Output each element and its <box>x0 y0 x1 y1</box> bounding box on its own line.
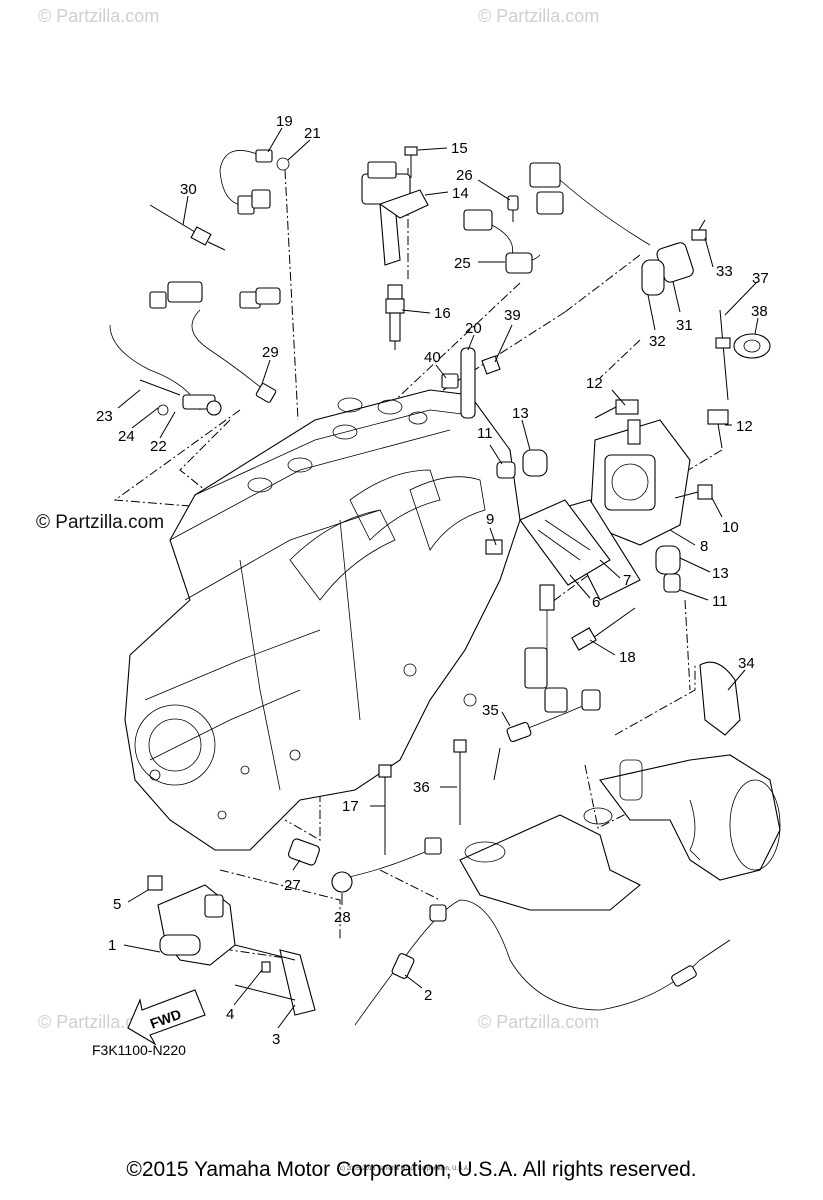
callout-3: 3 <box>272 1031 280 1048</box>
callout-18: 18 <box>619 649 636 666</box>
callout-29: 29 <box>262 344 279 361</box>
callout-labels: 1 2 3 4 5 6 7 8 9 10 11 11 12 12 13 13 1… <box>96 113 769 1048</box>
bracket-3-4 <box>234 944 316 1016</box>
callout-17: 17 <box>342 798 359 815</box>
cam-sensor-31-33 <box>529 162 707 296</box>
bolts-12-10-9 <box>485 399 729 555</box>
callout-24: 24 <box>118 428 135 445</box>
callout-11a: 11 <box>477 425 493 442</box>
callout-7: 7 <box>623 572 631 589</box>
sensor-harness-22-29 <box>109 281 281 416</box>
ignition-coil-14 <box>361 161 429 266</box>
watermark-bottom-right: © Partzilla.com <box>478 1012 599 1032</box>
watermark-top-left: © Partzilla.com <box>38 6 159 26</box>
diagram-code: F3K1100-N220 <box>92 1042 186 1058</box>
temp-sensor-18 <box>571 607 636 651</box>
clamp-34 <box>699 661 741 736</box>
callout-31: 31 <box>676 317 693 334</box>
callout-13a: 13 <box>512 405 529 422</box>
callout-35: 35 <box>482 702 499 719</box>
throttle-cable-2 <box>354 899 731 1026</box>
callout-12a: 12 <box>586 375 603 392</box>
watermark-top-right: © Partzilla.com <box>478 6 599 26</box>
callout-25: 25 <box>454 255 471 272</box>
cable-ties-17-36 <box>378 739 467 855</box>
small-copyright: (c) 2005-2016 Yamaha Motor Corporation, … <box>338 1166 470 1172</box>
watermark-center-left: © Partzilla.com <box>36 512 164 533</box>
grommets-13-11 <box>496 449 681 593</box>
callout-39: 39 <box>504 307 521 324</box>
callout-37: 37 <box>752 270 769 287</box>
collar-20-bolt-39-40 <box>441 347 501 419</box>
callout-14: 14 <box>452 185 469 202</box>
callout-16: 16 <box>434 305 451 322</box>
bolt-15 <box>404 146 418 178</box>
callout-19: 19 <box>276 113 293 130</box>
callout-30: 30 <box>180 181 197 198</box>
callout-22: 22 <box>150 438 167 455</box>
callout-10: 10 <box>722 519 739 536</box>
grommet-38 <box>733 333 771 359</box>
callout-32: 32 <box>649 333 666 350</box>
callout-34: 34 <box>738 655 755 672</box>
callout-1: 1 <box>108 937 116 954</box>
engine-block <box>124 389 521 851</box>
callout-15: 15 <box>451 140 468 157</box>
callout-8: 8 <box>700 538 708 555</box>
throttle-body-8 <box>589 419 691 546</box>
throttle-assembly-1 <box>157 884 236 966</box>
callout-9: 9 <box>486 511 494 528</box>
callout-6: 6 <box>592 594 600 611</box>
callout-26: 26 <box>456 167 473 184</box>
callout-13b: 13 <box>712 565 729 582</box>
exhaust-pipe <box>459 754 781 911</box>
bolt-5 <box>147 875 163 891</box>
footer-copyright: ©2015 Yamaha Motor Corporation, U.S.A. A… <box>126 1158 697 1181</box>
callout-4: 4 <box>226 1006 234 1023</box>
callout-28: 28 <box>334 909 351 926</box>
callout-27: 27 <box>284 877 301 894</box>
callout-36: 36 <box>413 779 430 796</box>
callout-11b: 11 <box>712 593 728 610</box>
ecu-6 <box>519 499 611 713</box>
callout-12b: 12 <box>736 418 753 435</box>
callout-33: 33 <box>716 263 733 280</box>
fwd-arrow: FWD <box>127 989 206 1046</box>
callout-leaders <box>117 127 759 1029</box>
sensors-27-28 <box>288 837 442 893</box>
callout-38: 38 <box>751 303 768 320</box>
callout-21: 21 <box>304 125 321 142</box>
spark-plug-16 <box>385 284 405 350</box>
callout-23: 23 <box>96 408 113 425</box>
callout-5: 5 <box>113 896 121 913</box>
callout-40: 40 <box>424 349 441 366</box>
callout-20: 20 <box>465 320 482 337</box>
temp-sensor-30 <box>149 204 226 251</box>
connector-25-26 <box>463 195 541 274</box>
o2-sensor-35 <box>493 689 601 781</box>
leader-lines <box>113 168 723 961</box>
sensor-19-21 <box>219 149 290 215</box>
callout-2: 2 <box>424 987 432 1004</box>
cable-tie-37 <box>715 309 731 401</box>
